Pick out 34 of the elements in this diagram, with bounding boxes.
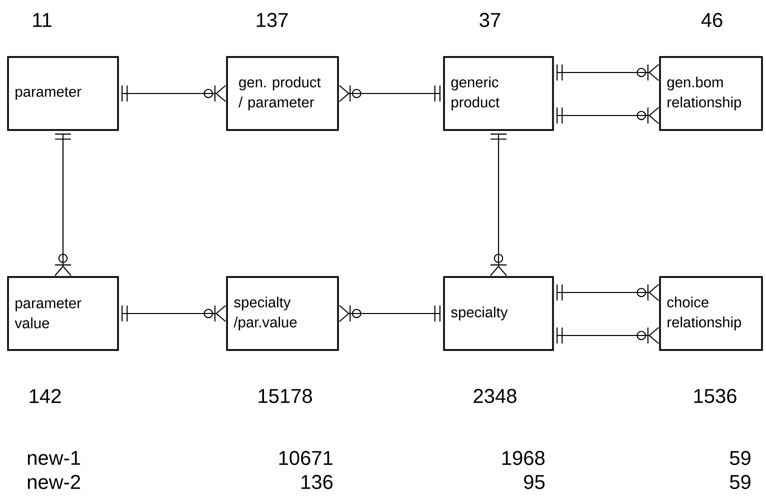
count-label: 59 <box>730 450 750 466</box>
relationship-line <box>339 305 440 322</box>
count-label: 137 <box>256 12 288 28</box>
entity-box: parameter value <box>7 276 119 351</box>
count-label: 1968 <box>502 450 545 466</box>
count-label: 95 <box>524 474 545 490</box>
relationship-line <box>556 284 659 301</box>
entity-box: gen.bom relationship <box>659 56 763 131</box>
relationship-line <box>490 134 507 276</box>
entity-box: choice relationship <box>659 276 763 351</box>
count-label: 142 <box>30 389 61 403</box>
relationship-line <box>556 107 659 124</box>
relationship-line <box>122 305 226 322</box>
count-label: 15178 <box>258 388 312 404</box>
entity-box: parameter <box>7 56 119 131</box>
count-label: 46 <box>701 12 722 28</box>
entity-box: generic product <box>443 56 554 131</box>
count-label: new-1 <box>28 451 80 465</box>
relationship-line <box>122 85 226 102</box>
entity-box: specialty /par.value <box>226 276 339 351</box>
count-label: 1536 <box>694 388 736 404</box>
count-label: new-2 <box>28 474 80 490</box>
entity-box: gen. product / parameter <box>226 56 339 131</box>
count-label: 2348 <box>474 388 516 404</box>
count-label: 10671 <box>279 450 332 466</box>
count-label: 59 <box>730 474 750 490</box>
relationship-line <box>556 327 659 344</box>
count-label: 136 <box>302 474 333 490</box>
relationship-line <box>54 134 72 276</box>
relationship-line <box>339 85 440 102</box>
count-label: 11 <box>33 13 52 27</box>
entity-box: specialty <box>443 276 554 351</box>
count-label: 37 <box>480 12 500 28</box>
relationship-line <box>556 64 659 81</box>
